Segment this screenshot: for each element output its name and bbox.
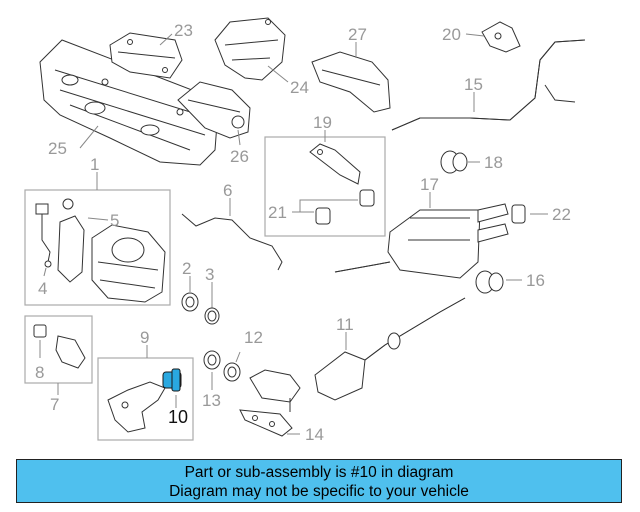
part-14-bracket[interactable] xyxy=(239,398,293,437)
callout-18: 18 xyxy=(484,153,503,172)
part-21-rubber-hanger[interactable] xyxy=(315,189,375,225)
callout-6: 6 xyxy=(223,181,232,200)
callout-10: 10 xyxy=(168,407,188,427)
callout-25: 25 xyxy=(48,139,67,158)
callout-13: 13 xyxy=(202,391,221,410)
callout-17: 17 xyxy=(420,175,439,194)
part-13-gasket[interactable] xyxy=(203,350,221,370)
part-26-heat-shield[interactable] xyxy=(177,81,251,139)
part-18-clamp[interactable] xyxy=(440,150,468,174)
part-10-bolt[interactable] xyxy=(162,368,182,392)
part-5-bracket[interactable] xyxy=(57,215,85,283)
callout-16: 16 xyxy=(526,271,545,290)
callout-22: 22 xyxy=(552,205,571,224)
part-7-bracket[interactable] xyxy=(55,335,86,369)
callout-14: 14 xyxy=(305,425,324,444)
callout-8: 8 xyxy=(35,363,44,382)
callout-3: 3 xyxy=(205,265,214,284)
part-16-clamp[interactable] xyxy=(475,270,504,294)
callout-19: 19 xyxy=(313,113,332,132)
part-2-gasket[interactable] xyxy=(181,292,199,312)
part-8-bolt[interactable] xyxy=(33,324,47,338)
callout-23: 23 xyxy=(174,21,193,40)
callout-15: 15 xyxy=(464,75,483,94)
part-6-pipe[interactable] xyxy=(181,213,283,271)
callout-20: 20 xyxy=(442,25,461,44)
part-11-front-pipe[interactable] xyxy=(249,297,466,403)
banner-line-1: Part or sub-assembly is #10 in diagram xyxy=(184,464,454,481)
callout-26: 26 xyxy=(230,147,249,166)
part-24-heat-shield[interactable] xyxy=(214,17,286,81)
callout-27: 27 xyxy=(348,25,367,44)
info-banner: Part or sub-assembly is #10 in diagram D… xyxy=(16,459,622,503)
callout-5: 5 xyxy=(110,211,119,230)
callout-1: 1 xyxy=(90,155,99,174)
banner-line-2: Diagram may not be specific to your vehi… xyxy=(169,483,469,500)
callout-4: 4 xyxy=(38,279,47,298)
callout-7: 7 xyxy=(50,395,59,414)
part-12-gasket[interactable] xyxy=(223,362,241,382)
part-1-catalytic-converter[interactable] xyxy=(91,224,166,303)
callout-12: 12 xyxy=(244,328,263,347)
part-19-mount[interactable] xyxy=(309,143,361,185)
callout-24: 24 xyxy=(290,78,309,97)
part-15-tail-pipe[interactable] xyxy=(391,39,586,131)
part-22-hanger[interactable] xyxy=(511,204,526,224)
part-3-gasket[interactable] xyxy=(204,307,220,325)
part-23-heat-shield[interactable] xyxy=(109,32,183,79)
part-9-frame xyxy=(97,357,194,441)
callout-11: 11 xyxy=(336,315,354,334)
callout-2: 2 xyxy=(182,259,191,278)
parts-diagram: 25 23 24 26 27 20 15 xyxy=(24,17,586,444)
part-20-bracket[interactable] xyxy=(481,21,521,53)
callout-21: 21 xyxy=(268,203,287,222)
part-9-support[interactable] xyxy=(107,381,166,433)
callout-9: 9 xyxy=(140,328,149,347)
part-27-heat-shield[interactable] xyxy=(311,51,391,113)
part-4-sensor[interactable] xyxy=(35,198,74,268)
part-17-muffler[interactable] xyxy=(334,203,509,279)
